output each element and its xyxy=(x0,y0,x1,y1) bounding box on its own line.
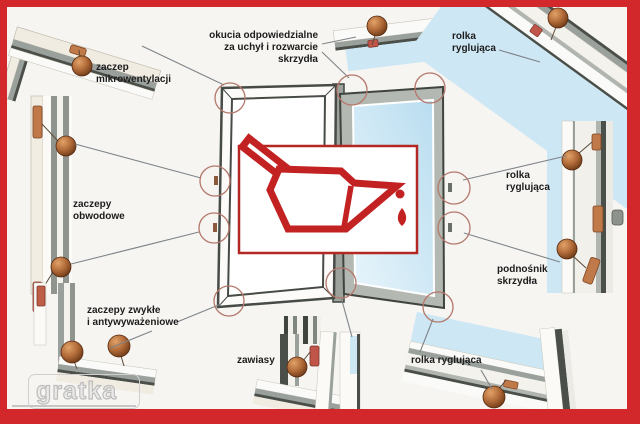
label-line: zaczepy xyxy=(73,199,112,210)
label-perimeter-catches: zaczepy obwodowe xyxy=(73,199,125,223)
label-line: mikrowentylacji xyxy=(96,74,172,85)
label-line: zaczep xyxy=(96,62,129,73)
label-line: ryglująca xyxy=(506,182,550,193)
detail-hinges-corner xyxy=(252,316,361,422)
label-line: skrzydła xyxy=(497,276,538,287)
label-line: i antywyważeniowe xyxy=(87,317,179,328)
detail-roller-bottom-corner xyxy=(402,311,577,417)
oil-can-icon xyxy=(237,133,419,255)
label-tilt-turn-fittings: okucia odpowiedzialne za uchył i rozwarc… xyxy=(206,30,318,66)
label-line: rolka xyxy=(452,31,476,42)
label-locking-roller-top: rolka ryglująca xyxy=(452,31,496,55)
detail-roller-lifter-profile xyxy=(547,120,624,294)
label-line: za uchył i rozwarcie xyxy=(224,42,318,53)
label-line: zawiasy xyxy=(237,355,275,366)
detail-perimeter-profile xyxy=(30,95,77,313)
label-line: ryglująca xyxy=(452,43,496,54)
label-locking-roller-right: rolka ryglująca xyxy=(506,170,550,194)
connector-lines xyxy=(70,36,567,390)
gratka-watermark-box xyxy=(28,374,140,409)
label-locking-roller-bottom: rolka ryglująca xyxy=(411,355,482,367)
gratka-watermark: gratka xyxy=(35,376,118,405)
label-line: obwodowe xyxy=(73,211,125,222)
espagnolette-stripes xyxy=(283,316,321,344)
label-line: podnośnik xyxy=(497,264,548,275)
label-line: rolka ryglująca xyxy=(411,355,482,366)
label-standard-antiburglary-catches: zaczepy zwykłe i antywyważeniowe xyxy=(87,305,179,329)
label-line: okucia odpowiedzialne xyxy=(209,30,318,41)
label-line: skrzydła xyxy=(277,54,318,65)
hardware-point-circles xyxy=(198,72,471,323)
label-hinges: zawiasy xyxy=(237,355,275,367)
detail-microvent-corner xyxy=(0,26,162,102)
label-line: rolka xyxy=(506,170,530,181)
label-microvent-catch: zaczep mikrowentylacji xyxy=(96,62,171,86)
detail-catches-corner xyxy=(33,282,157,395)
label-sash-lifter: podnośnik skrzydła xyxy=(497,264,548,288)
gratka-watermark-underline xyxy=(12,405,136,407)
label-line: zaczepy zwykłe xyxy=(87,305,161,316)
